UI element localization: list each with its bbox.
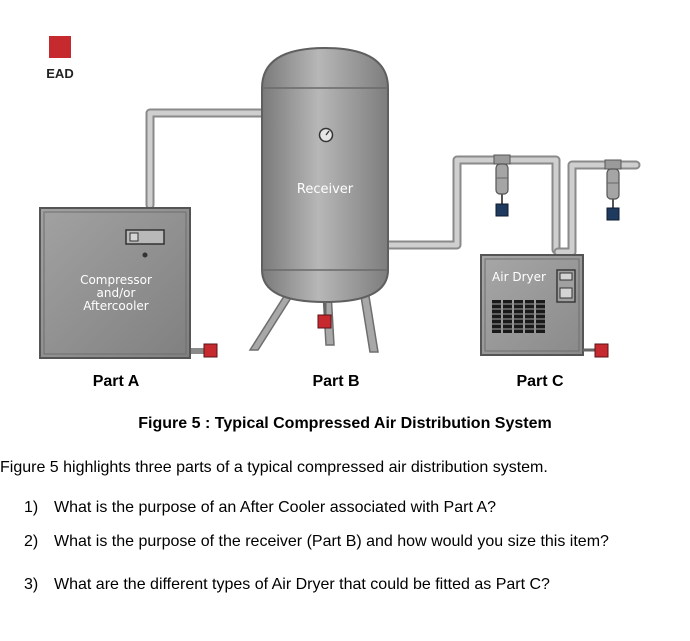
part-c-label: Part C: [516, 373, 564, 390]
question-text: What is the purpose of the receiver (Par…: [54, 533, 609, 550]
compressed-air-diagram: Receiver Compressor and/or Aftercooler A…: [39, 46, 641, 359]
question-number: 3): [24, 576, 39, 593]
ead-swatch: [49, 36, 71, 58]
filter-1-drain: [495, 203, 509, 217]
filter-2-drain: [606, 207, 620, 221]
pipe-network: [145, 108, 641, 354]
part-a-label: Part A: [92, 373, 140, 390]
compressor-drain-valve: [203, 343, 218, 358]
question-item: 3) What are the different types of Air D…: [24, 575, 664, 594]
dryer-label: Air Dryer: [492, 270, 546, 284]
compressor-cabinet: Compressor and/or Aftercooler: [39, 207, 191, 359]
air-dryer-cabinet: Air Dryer: [480, 254, 584, 356]
pipe-receiver-to-dryer: [383, 155, 561, 255]
compressor-label-line-1: Compressor: [80, 273, 152, 287]
question-item: 1) What is the purpose of an After Coole…: [24, 498, 664, 517]
inline-filter-1: [493, 154, 511, 217]
question-list: 1) What is the purpose of an After Coole…: [24, 498, 664, 609]
figure-caption: Figure 5 : Typical Compressed Air Distri…: [138, 415, 552, 432]
pipe-compressor-to-receiver: [145, 108, 273, 210]
ead-label: EAD: [46, 66, 74, 81]
indicator-light-icon: [142, 252, 148, 258]
question-text: What is the purpose of an After Cooler a…: [54, 499, 497, 516]
part-b-label: Part B: [312, 373, 360, 390]
dryer-drain-valve: [594, 343, 609, 358]
receiver-label: Receiver: [297, 182, 354, 197]
legend-ead: EAD: [40, 36, 80, 81]
compressor-label-line-3: Aftercooler: [83, 299, 149, 313]
question-item: 2) What is the purpose of the receiver (…: [24, 532, 664, 551]
question-number: 2): [24, 533, 39, 550]
receiver-tank: Receiver: [261, 46, 389, 304]
question-number: 1): [24, 499, 39, 516]
dryer-vent-grille-icon: [492, 300, 545, 333]
intro-text: Figure 5 highlights three parts of a typ…: [0, 459, 548, 476]
question-text: What are the different types of Air Drye…: [54, 576, 550, 593]
inline-filter-2: [604, 159, 622, 221]
receiver-drain-valve: [317, 314, 332, 329]
compressor-label-line-2: and/or: [97, 286, 136, 300]
